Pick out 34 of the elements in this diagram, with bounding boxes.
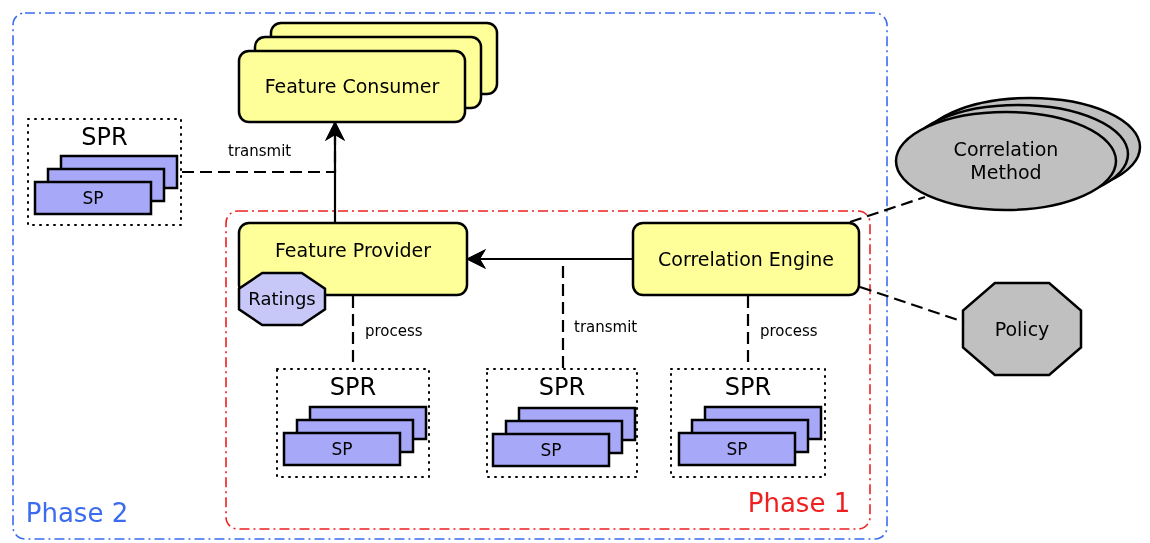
connector-line — [859, 285, 965, 324]
node-label: SP — [539, 438, 563, 462]
node-label: Ratings — [247, 287, 317, 312]
group-label: SPR — [80, 122, 129, 152]
group-label: SPR — [328, 372, 378, 402]
region-label: Phase 1 — [746, 487, 852, 521]
stacked-process-box — [283, 404, 426, 466]
node-label: SP — [330, 437, 354, 461]
group-label: SPR — [537, 372, 587, 402]
arrow — [182, 121, 345, 174]
node-label: Feature Consumer — [263, 74, 441, 100]
phase-region — [12, 12, 888, 540]
arrow — [466, 249, 565, 368]
node-label: Correlation Method — [952, 137, 1060, 185]
node-label: SP — [725, 437, 749, 461]
process-box — [632, 222, 860, 296]
node-label: Policy — [993, 316, 1051, 342]
node-label: Correlation Engine — [657, 246, 835, 272]
octagon-shape — [962, 282, 1082, 376]
stacked-ellipse — [893, 95, 1143, 213]
connector-line — [849, 195, 926, 224]
dotted-group — [670, 368, 826, 478]
octagon-shape — [238, 272, 326, 326]
node-label: SP — [81, 186, 105, 210]
stacked-process-box — [678, 404, 821, 466]
stacked-process-box — [34, 154, 178, 215]
node-label: Feature Provider — [273, 237, 433, 263]
phase-region — [225, 210, 871, 530]
group-label: SPR — [723, 372, 773, 402]
dotted-group — [27, 118, 182, 226]
dotted-group — [486, 368, 638, 478]
region-label: Phase 2 — [24, 497, 130, 531]
dotted-group — [276, 368, 430, 478]
stacked-process-box — [492, 405, 636, 467]
